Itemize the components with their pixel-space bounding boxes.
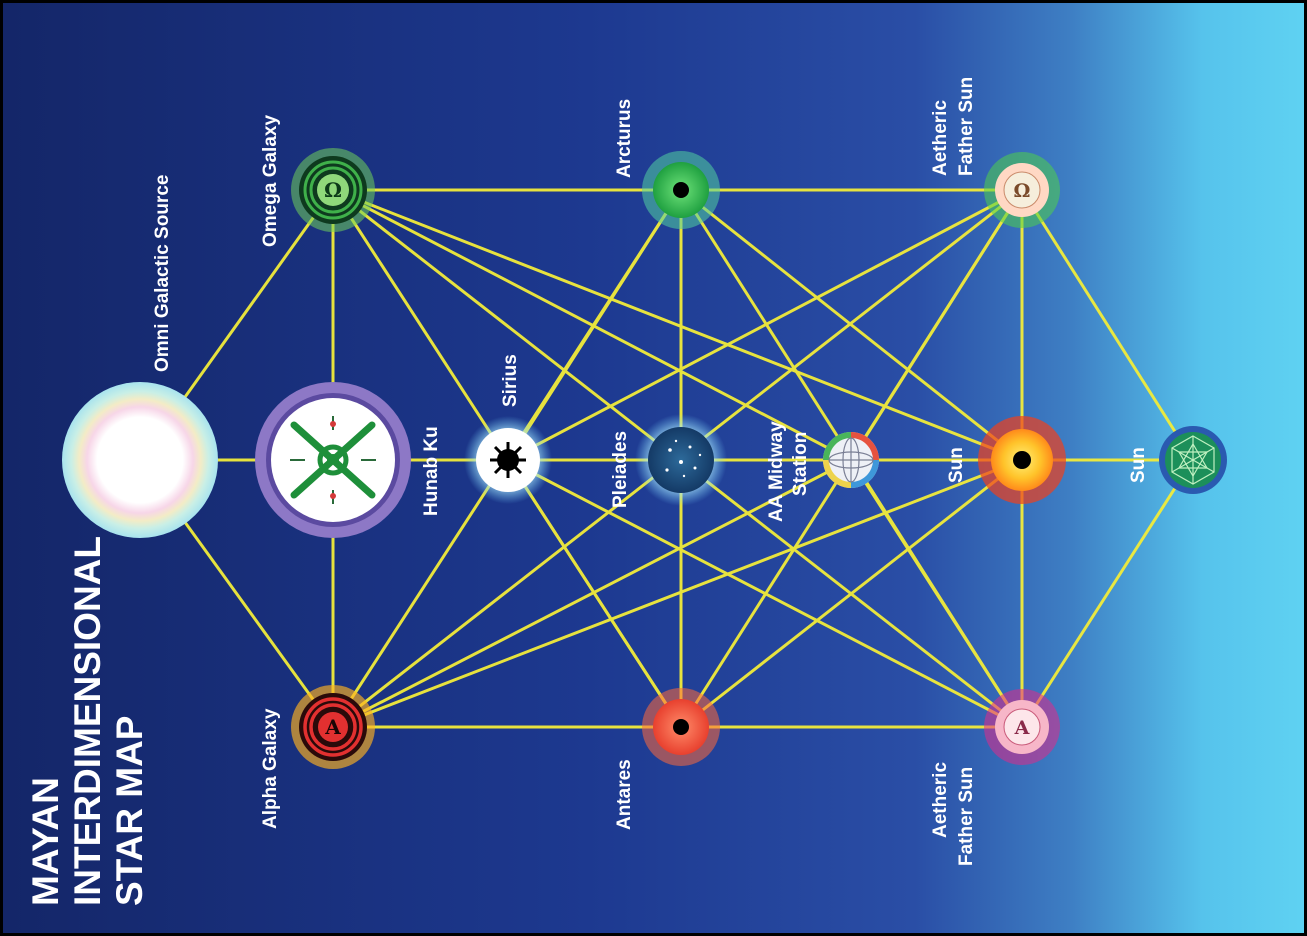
crystal-grid-icon (1171, 435, 1215, 485)
label-aetheric-top-line1: Aetheric (930, 100, 951, 176)
aetheric-father-sun-bottom-node: A (984, 689, 1060, 765)
hunab-ku-glyph-icon (290, 421, 376, 499)
hunab-ku-node (255, 382, 411, 538)
label-aetheric-bottom-line2: Father Sun (956, 767, 977, 866)
svg-text:A: A (1014, 717, 1030, 739)
alpha-spiral-icon: A (324, 715, 341, 739)
label-sun-outer: Sun (1128, 447, 1149, 483)
label-omega-galaxy: Omega Galaxy (260, 115, 281, 247)
label-aetheric-top-line2: Father Sun (956, 77, 977, 176)
star-cluster-icon (665, 439, 702, 478)
omni-galactic-source-node (62, 382, 218, 538)
title-line1: MAYAN (25, 777, 66, 906)
label-sun-inner: Sun (946, 447, 967, 483)
aetheric-father-sun-top-node: Ω (984, 152, 1060, 228)
omega-galaxy-node: Ω (291, 148, 375, 232)
aa-midway-station-node (823, 432, 879, 488)
label-pleiades: Pleiades (610, 431, 631, 508)
label-hunab-ku: Hunab Ku (421, 426, 442, 516)
label-aetheric-bottom-line1: Aetheric (930, 762, 951, 838)
label-alpha-galaxy: Alpha Galaxy (260, 708, 281, 829)
antares-node (642, 688, 720, 766)
title-line2: INTERDIMENSIONAL (67, 536, 108, 906)
arcturus-node (642, 151, 720, 229)
label-omni-galactic-source: Omni Galactic Source (152, 175, 173, 372)
sun-node (978, 416, 1066, 504)
crystal-sun-node (1159, 426, 1227, 494)
sirius-node (464, 416, 552, 504)
omega-spiral-icon: Ω (324, 178, 342, 202)
title-line3: STAR MAP (109, 716, 150, 906)
label-aa-midway-line1: AA Midway (766, 421, 787, 522)
alpha-galaxy-node: A (291, 685, 375, 769)
svg-text:Ω: Ω (1014, 180, 1031, 202)
label-sirius: Sirius (500, 354, 521, 407)
label-antares: Antares (614, 759, 635, 830)
label-aa-midway-line2: Station (790, 432, 811, 496)
pleiades-node (635, 414, 727, 506)
label-arcturus: Arcturus (614, 99, 635, 178)
glowing-orb-icon (62, 382, 218, 538)
